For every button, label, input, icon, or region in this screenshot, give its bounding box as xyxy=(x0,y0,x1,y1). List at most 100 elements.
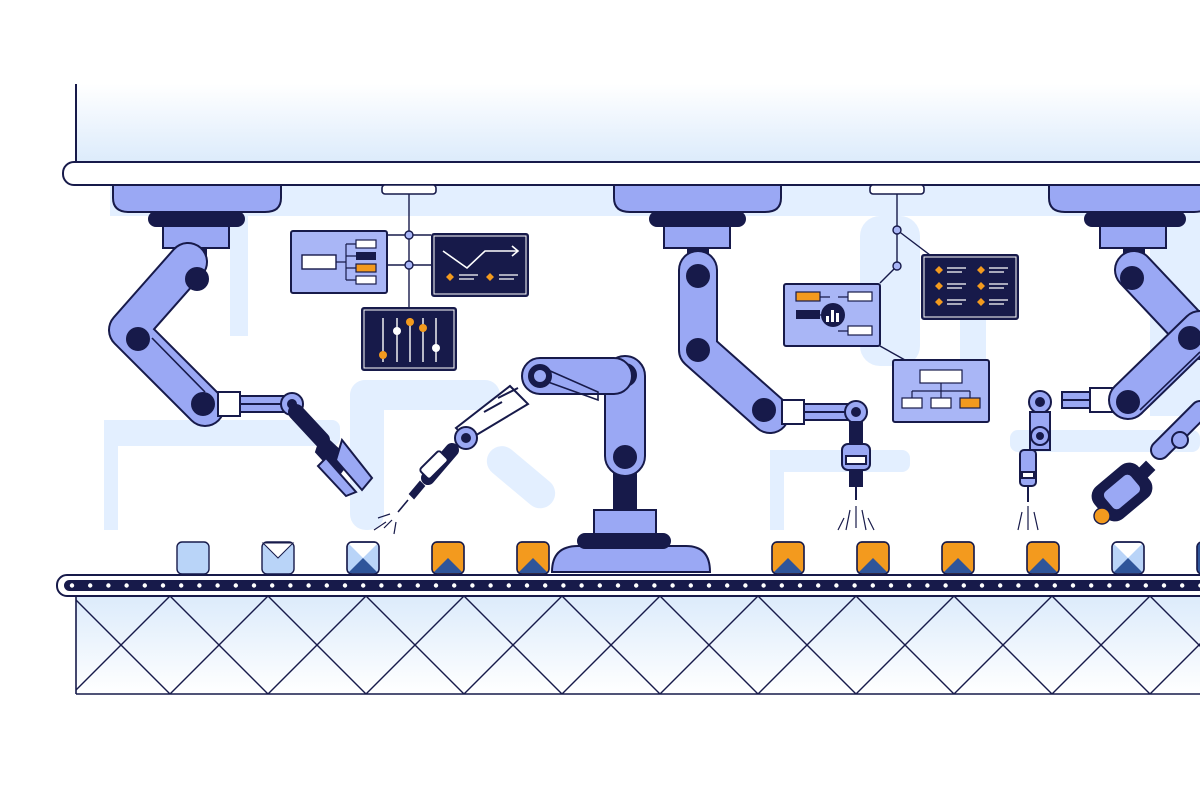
box-body xyxy=(176,541,210,575)
lattice-line xyxy=(659,596,759,694)
box-face-bottom xyxy=(518,558,548,573)
conveyor-items xyxy=(176,541,1200,575)
belt-roller xyxy=(142,583,147,588)
box-face-top xyxy=(518,543,548,558)
box-face-bottom xyxy=(1113,558,1143,573)
belt-roller xyxy=(998,583,1003,588)
conveyor-item xyxy=(1111,541,1145,575)
belt-roller xyxy=(670,583,675,588)
belt-roller xyxy=(979,583,985,588)
belt-roller xyxy=(779,583,784,588)
belt-roller xyxy=(324,583,329,588)
belt-roller xyxy=(379,583,384,588)
lattice-line xyxy=(169,596,269,694)
lattice-line xyxy=(855,596,955,694)
wire-joint xyxy=(892,261,902,271)
lattice-line xyxy=(76,596,171,691)
belt-roller xyxy=(1034,583,1039,588)
belt-roller xyxy=(69,583,75,588)
belt-roller xyxy=(397,583,402,588)
belt-roller xyxy=(888,583,894,588)
belt-roller xyxy=(288,583,293,588)
box-face-top xyxy=(858,543,888,558)
lattice-line xyxy=(0,596,72,694)
laser-sparks xyxy=(1017,506,1039,531)
belt-roller xyxy=(1143,583,1149,588)
belt-roller xyxy=(106,583,111,588)
ceiling-arm-clamp xyxy=(1048,184,1200,525)
belt-roller xyxy=(579,583,584,588)
box-face-bottom xyxy=(773,558,803,573)
box-flap xyxy=(261,542,295,559)
conveyor-belt xyxy=(56,574,1200,597)
belt-track xyxy=(64,580,1200,591)
floor-arm-welder xyxy=(373,355,712,573)
lattice-line xyxy=(365,596,465,694)
belt-roller xyxy=(907,583,912,588)
wire-joint xyxy=(892,225,902,235)
belt-roller xyxy=(415,583,420,588)
box-outline xyxy=(1026,541,1060,575)
belt-roller xyxy=(124,583,129,588)
ghost-pipe-2 xyxy=(110,420,340,446)
weld-sparks xyxy=(373,513,397,535)
belt-roller xyxy=(797,583,803,588)
belt-roller xyxy=(852,583,857,588)
belt-roller xyxy=(88,583,93,588)
lattice-line xyxy=(1051,596,1151,694)
box-outline xyxy=(1196,541,1200,575)
belt-roller xyxy=(1161,583,1167,588)
belt-roller xyxy=(652,583,657,588)
belt-roller xyxy=(543,583,548,588)
sliders-panel xyxy=(361,307,457,371)
belt-roller xyxy=(961,583,966,588)
checklist-panel xyxy=(921,254,1019,320)
belt-roller xyxy=(1070,583,1076,588)
floor-panel xyxy=(76,596,1200,694)
ghost-arm-2 xyxy=(350,380,500,410)
conveyor-item xyxy=(941,541,975,575)
lattice-line xyxy=(1149,643,1200,694)
belt-roller xyxy=(870,583,875,588)
belt-roller xyxy=(561,583,566,588)
wire-joint xyxy=(404,260,414,270)
box-outline xyxy=(856,541,890,575)
belt-roller xyxy=(342,583,348,588)
org-chart-panel xyxy=(892,359,990,423)
drill-sparks xyxy=(837,506,875,531)
belt-roller xyxy=(688,583,693,588)
box-face-bottom xyxy=(1028,558,1058,573)
box-outline xyxy=(431,541,465,575)
ceiling-rail xyxy=(62,161,1200,186)
lattice-line xyxy=(0,596,72,694)
belt-roller xyxy=(1016,583,1021,588)
box-outline xyxy=(346,541,380,575)
conveyor-item xyxy=(771,541,805,575)
belt-roller xyxy=(251,583,257,588)
conveyor-item xyxy=(176,541,210,575)
lattice-line xyxy=(561,596,661,694)
belt-roller xyxy=(761,583,766,588)
conveyor-item xyxy=(261,541,295,575)
ghost-pipe-1 xyxy=(230,216,248,336)
belt-roller xyxy=(706,583,712,588)
box-face-bottom xyxy=(943,558,973,573)
belt-roller xyxy=(433,583,439,588)
belt-roller xyxy=(270,583,275,588)
ghost-pipe-4 xyxy=(770,450,910,472)
box-outline xyxy=(941,541,975,575)
ghost-pipe-3 xyxy=(104,420,118,530)
ceiling-mount-1 xyxy=(381,184,437,195)
floor-lattice xyxy=(0,596,1200,694)
conveyor-item xyxy=(1026,541,1060,575)
ghost-arm-3 xyxy=(486,446,556,509)
belt-roller xyxy=(1052,583,1058,588)
floor xyxy=(0,596,1200,695)
analytics-panel xyxy=(783,283,881,347)
ceiling-arm-drill xyxy=(613,184,875,531)
box-face-bottom xyxy=(433,558,463,573)
ceiling-panel xyxy=(76,84,1200,162)
belt-roller xyxy=(215,583,220,588)
